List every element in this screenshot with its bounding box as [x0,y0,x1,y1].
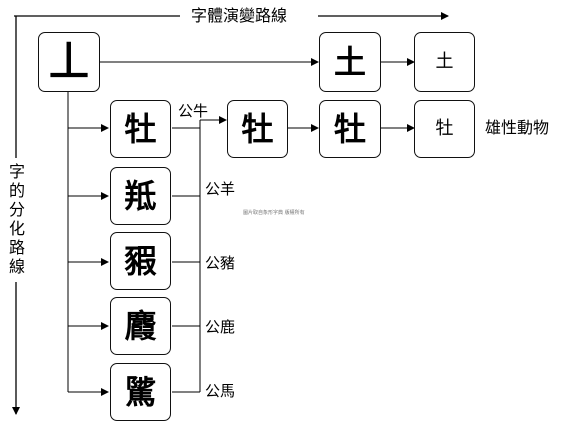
ox-meaning-label: 雄性動物 [485,118,550,137]
root-glyph-box: 丄 [38,32,100,92]
ox-glyph-box-1: 牡 [227,100,288,158]
watermark: 圖片取自象形字典 版權所有 [243,210,305,216]
evo1-glyph-box: 土 [319,32,381,92]
branch-glyph-box-3: 豭 [110,232,171,290]
branch-label-3: 公豬 [205,254,236,272]
branch-label-2: 公羊 [205,180,236,198]
evo2-glyph-box: 土 [414,32,475,92]
branch-glyph-box-1: 牡 [110,100,171,158]
branch-label-4: 公鹿 [205,318,236,336]
branch-glyph-box-4: 麚 [110,297,171,355]
side-label: 字的分化路線 [8,162,25,276]
branch-glyph-box-5: 騭 [110,363,171,421]
ox-glyph-box-3: 牡 [414,100,475,158]
branch-label-1: 公牛 [178,102,209,120]
branch-glyph-box-2: 羝 [110,167,171,225]
branch-label-5: 公馬 [205,382,236,400]
ox-glyph-box-2: 牡 [319,100,381,158]
diagram-title: 字體演變路線 [187,8,292,24]
